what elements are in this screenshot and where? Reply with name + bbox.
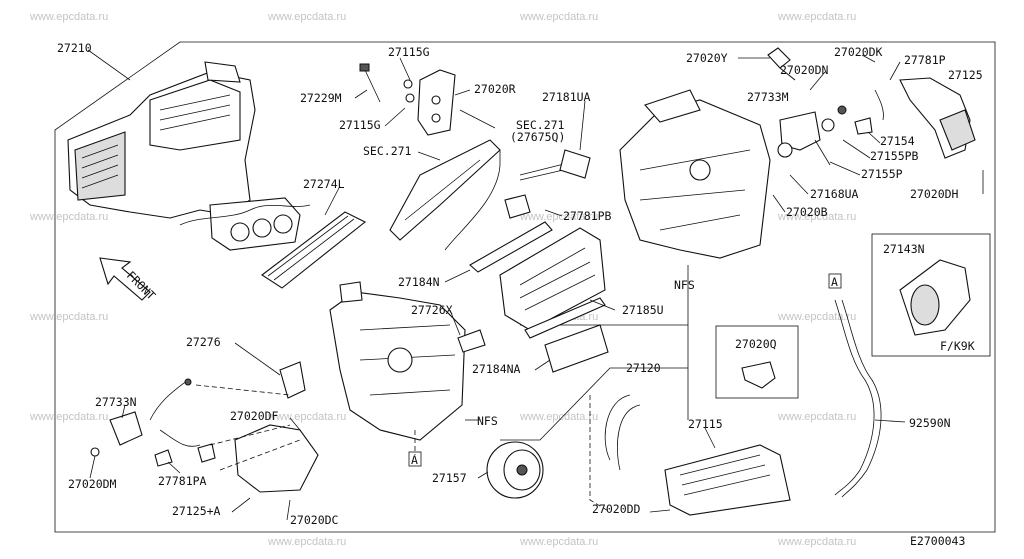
part-label-27168UA: 27168UA (810, 187, 859, 201)
part-label-27154: 27154 (880, 134, 915, 148)
sensor-27181UA-drawing (444, 109, 591, 251)
watermark: www.epcdata.ru (267, 536, 346, 548)
part-label-27781PB: 27781PB (563, 209, 612, 223)
part-label-27185U: 27185U (622, 303, 664, 317)
part-label-27181UA: 27181UA (542, 90, 591, 104)
inset-box-27020Q (715, 325, 799, 399)
bracket-hole (431, 95, 441, 105)
part-label-27020R: 27020R (474, 82, 516, 96)
part-label-27115G: 27115G (388, 45, 430, 59)
part-label-27155P: 27155P (861, 167, 903, 181)
part-label-27020Q: 27020Q (735, 337, 777, 351)
fan-27143N-drawing (899, 259, 971, 336)
motor-27157-drawing (486, 441, 544, 499)
cover-27125A-drawing (234, 424, 319, 493)
clip-27020Q-drawing (741, 361, 776, 389)
watermark: www.epcdata.ru (267, 411, 346, 423)
clip-27020Y-drawing (767, 47, 796, 81)
filter-27274L-drawing (261, 211, 367, 289)
part-label-92590N: 92590N (909, 416, 951, 430)
diagram-code: E2700043 (910, 534, 965, 548)
part-label-27115: 27115 (688, 417, 723, 431)
heater-unit-27210-drawing (67, 61, 311, 251)
part-label-27157: 27157 (432, 471, 467, 485)
part-labels: 27210 27115G 27229M 27115G 27020R 27181U… (57, 41, 983, 548)
reference-marker-a: A (408, 451, 422, 467)
part-label-27733N: 27733N (95, 395, 137, 409)
hose-92590N-drawing (841, 299, 882, 498)
part-label-27781P: 27781P (904, 53, 946, 67)
reference-marker-a: A (828, 273, 842, 289)
part-label-27184N: 27184N (398, 275, 440, 289)
part-label-27184NA: 27184NA (472, 362, 521, 376)
watermark: www.epcdata.ru (519, 11, 598, 23)
part-label-27125A: 27125+A (172, 504, 221, 518)
sub-assembly-bracket (500, 265, 689, 441)
part-label-27020DM: 27020DM (68, 477, 117, 491)
watermark: www.epcdata.ru (29, 311, 108, 323)
part-label-27733M: 27733M (747, 90, 789, 104)
actuator-27733M-drawing (777, 105, 873, 166)
part-label-sec271: SEC.271 (363, 144, 412, 158)
part-label-27115G: 27115G (339, 118, 381, 132)
nfs-label: NFS (477, 414, 498, 428)
part-label-27020DF: 27020DF (230, 409, 279, 423)
part-27184NA-drawing (544, 324, 609, 373)
part-label-f-k9k: F/K9K (940, 339, 975, 353)
heater-unit-lower-drawing (329, 281, 466, 441)
part-label-27726X: 27726X (411, 303, 453, 317)
wire-27781P-drawing (874, 89, 884, 121)
actuator-27733N-drawing (90, 378, 216, 467)
part-label-sec271: SEC.271 (516, 118, 565, 132)
part-label-27155PB: 27155PB (870, 149, 919, 163)
nfs-label: NFS (674, 278, 695, 292)
part-label-27675Q: (27675Q) (510, 130, 565, 144)
part-label-27020B: 27020B (786, 205, 828, 219)
svg-text:A: A (831, 275, 838, 289)
part-label-27020Y: 27020Y (686, 51, 728, 65)
bracket-27125-drawing (899, 77, 976, 159)
watermark: www.epcdata.ru (29, 211, 108, 223)
hose-92590N-drawing (834, 299, 875, 496)
part-label-27020DK: 27020DK (834, 45, 883, 59)
watermark: www.epcdata.ru (29, 411, 108, 423)
part-label-27020DN: 27020DN (780, 63, 829, 77)
watermark: www.epcdata.ru (519, 411, 598, 423)
watermark: www.epcdata.ru (519, 211, 598, 223)
watermark: www.epcdata.ru (777, 11, 856, 23)
part-label-27020DD: 27020DD (592, 502, 641, 516)
part-label-27120: 27120 (626, 361, 661, 375)
watermark: www.epcdata.ru (519, 536, 598, 548)
part-label-27020DH: 27020DH (910, 187, 959, 201)
part-27276-drawing (279, 361, 306, 399)
watermark: www.epcdata.ru (777, 536, 856, 548)
screw-27229M-drawing (359, 63, 415, 103)
watermark: www.epcdata.ru (777, 311, 856, 323)
connector-27726X-drawing (457, 329, 486, 353)
part-label-27020DC: 27020DC (290, 513, 339, 527)
bracket-hole (431, 113, 441, 123)
part-label-27125: 27125 (948, 68, 983, 82)
watermark: www.epcdata.ru (267, 11, 346, 23)
leader-lines (87, 49, 984, 521)
dashed-guide (195, 384, 611, 513)
part-label-27274L: 27274L (303, 177, 345, 191)
watermark: www.epcdata.ru (29, 11, 108, 23)
watermark: www.epcdata.ru (777, 211, 856, 223)
svg-text:A: A (411, 453, 418, 467)
housing-27120-drawing (619, 89, 771, 259)
front-arrow: FRONT (99, 257, 158, 303)
part-label-27210: 27210 (57, 41, 92, 55)
door-27185U-drawing (469, 221, 606, 339)
part-label-27276: 27276 (186, 335, 221, 349)
part-label-27781PA: 27781PA (158, 474, 207, 488)
part-label-27229M: 27229M (300, 91, 342, 105)
heater-core-27115-drawing (604, 394, 791, 516)
watermark: www.epcdata.ru (777, 411, 856, 423)
part-label-27143N: 27143N (883, 242, 925, 256)
assembly-frame (54, 41, 996, 533)
inset-box-27143N (871, 233, 991, 357)
